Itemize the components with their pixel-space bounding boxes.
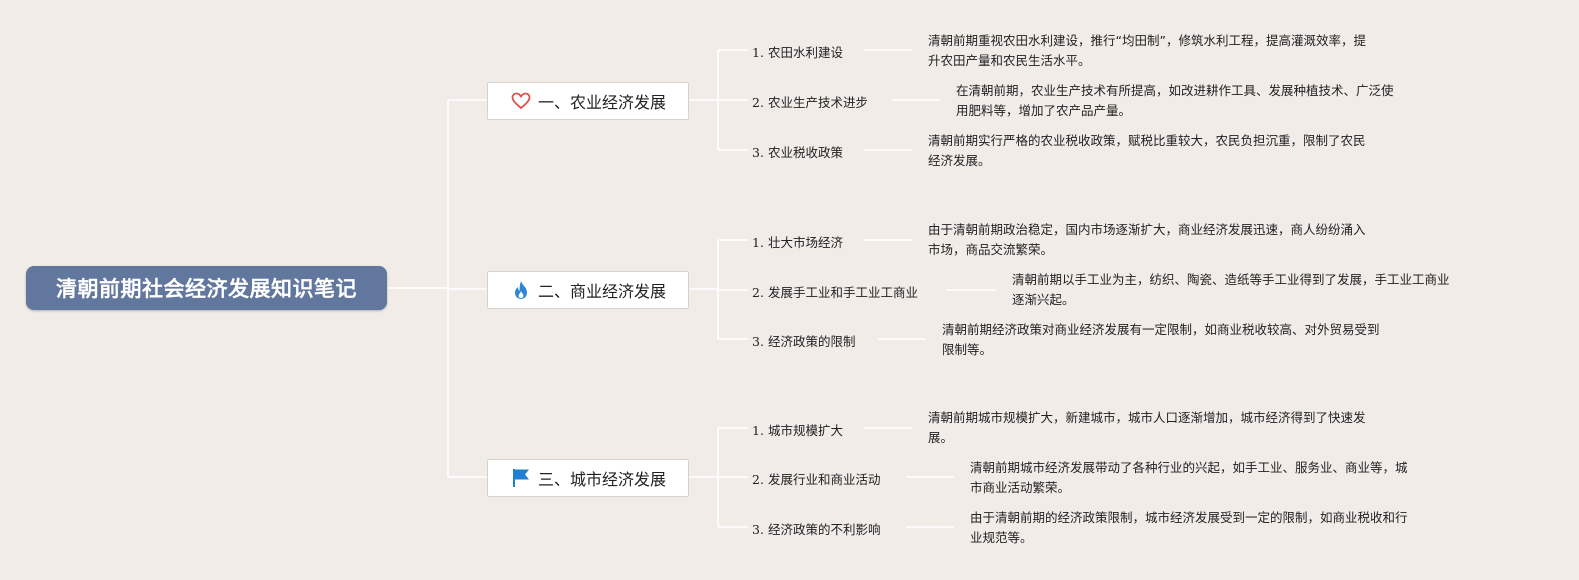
root-topic[interactable]: 清朝前期社会经济发展知识笔记 [26,266,387,310]
leaf-topic[interactable]: 2.农业生产技术进步 [752,92,868,111]
branch-label: 一、农业经济发展 [537,93,666,112]
leaf-label: 农田水利建设 [767,45,843,60]
leaf-note: 清朝前期经济政策对商业经济发展有一定限制，如商业税收较高、对外贸易受到 限制等。 [942,322,1380,357]
leaf-number: 3. [752,522,764,537]
leaf-topic[interactable]: 3.农业税收政策 [752,142,843,161]
leaf-label: 农业税收政策 [767,145,843,160]
leaf-number: 2. [752,95,764,110]
fire-icon [510,279,532,301]
leaf-topic[interactable]: 3.经济政策的不利影响 [752,519,880,538]
leaf-label: 农业生产技术进步 [767,95,868,110]
branch-urban[interactable]: 三、城市经济发展 [487,459,689,497]
leaf-label: 发展手工业和手工业工商业 [767,285,918,300]
leaf-note: 清朝前期重视农田水利建设，推行“均田制”，修筑水利工程，提高灌溉效率，提 升农田… [928,33,1366,68]
leaf-topic[interactable]: 1.壮大市场经济 [752,232,843,251]
leaf-label: 壮大市场经济 [767,235,843,250]
leaf-number: 2. [752,285,764,300]
leaf-label: 经济政策的不利影响 [767,522,881,537]
leaf-note: 清朝前期实行严格的农业税收政策，赋税比重较大，农民负担沉重，限制了农民 经济发展… [928,133,1366,168]
branch-commerce[interactable]: 二、商业经济发展 [487,271,689,309]
leaf-note: 清朝前期城市经济发展带动了各种行业的兴起，如手工业、服务业、商业等，城 市商业活… [970,460,1408,495]
leaf-number: 1. [752,235,764,250]
leaf-note: 清朝前期城市规模扩大，新建城市，城市人口逐渐增加，城市经济得到了快速发 展。 [928,410,1366,445]
branch-label: 三、城市经济发展 [537,470,666,489]
leaf-number: 3. [752,334,764,349]
leaf-number: 1. [752,423,764,438]
branch-label: 二、商业经济发展 [537,282,666,301]
leaf-label: 经济政策的限制 [767,334,856,349]
leaf-label: 发展行业和商业活动 [767,472,881,487]
leaf-number: 1. [752,45,764,60]
leaf-note: 在清朝前期，农业生产技术有所提高，如改进耕作工具、发展种植技术、广泛使 用肥料等… [956,83,1394,118]
heart-icon [510,90,532,112]
branch-agriculture[interactable]: 一、农业经济发展 [487,82,689,120]
leaf-label: 城市规模扩大 [767,423,843,438]
leaf-topic[interactable]: 3.经济政策的限制 [752,331,855,350]
leaf-number: 2. [752,472,764,487]
leaf-note: 由于清朝前期的经济政策限制，城市经济发展受到一定的限制，如商业税收和行 业规范等… [970,510,1408,545]
leaf-topic[interactable]: 1.城市规模扩大 [752,420,843,439]
leaf-topic[interactable]: 2.发展手工业和手工业工商业 [752,282,918,301]
leaf-note: 清朝前期以手工业为主，纺织、陶瓷、造纸等手工业得到了发展，手工业工商业 逐渐兴起… [1012,272,1450,307]
leaf-number: 3. [752,145,764,160]
leaf-topic[interactable]: 2.发展行业和商业活动 [752,469,880,488]
leaf-note: 由于清朝前期政治稳定，国内市场逐渐扩大，商业经济发展迅速，商人纷纷涌入 市场，商… [928,222,1366,257]
leaf-topic[interactable]: 1.农田水利建设 [752,42,843,61]
flag-icon [510,467,532,489]
